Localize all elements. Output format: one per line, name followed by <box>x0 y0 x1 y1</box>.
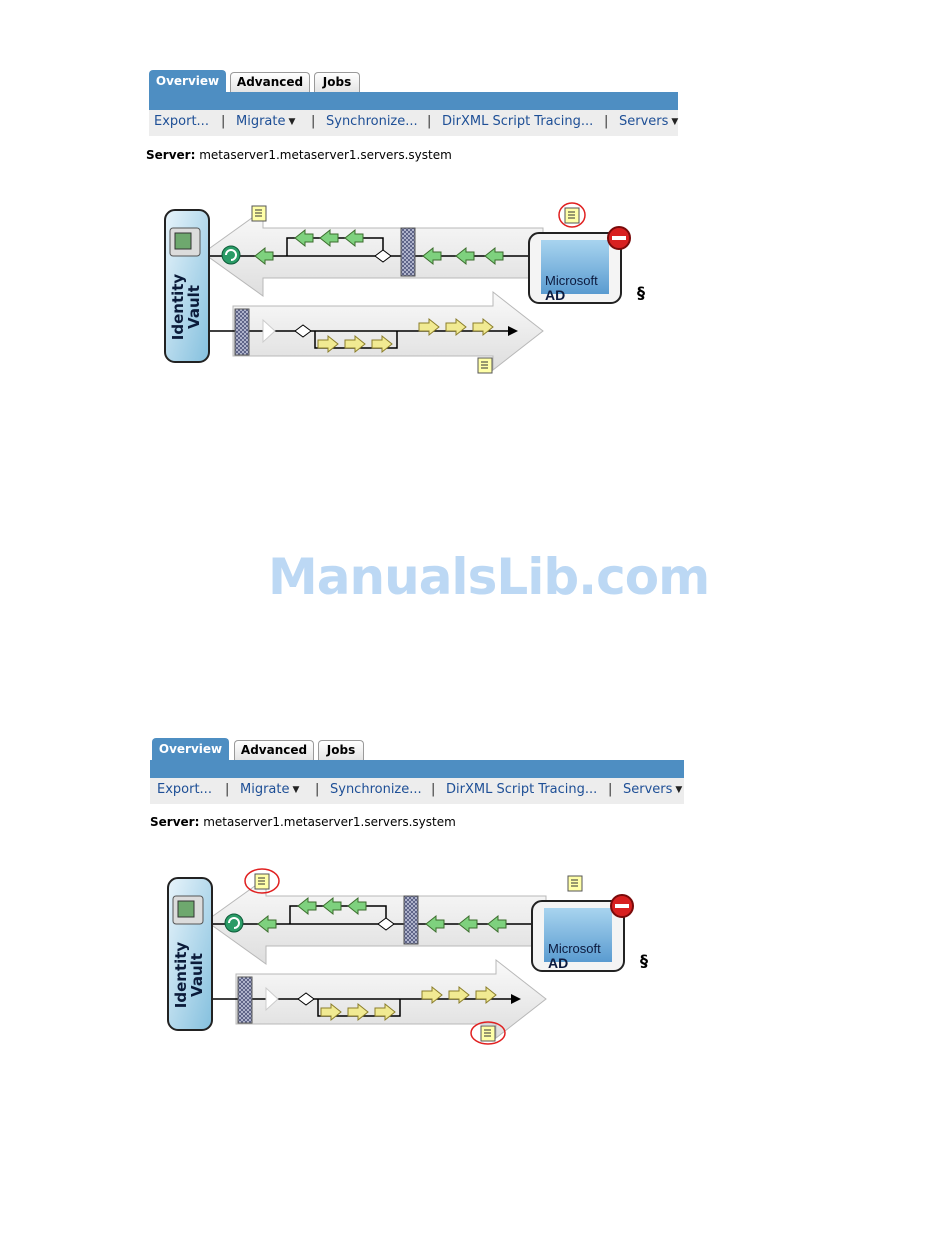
server-value: metaserver1.metaserver1.servers.system <box>199 148 452 162</box>
export-label: Export... <box>154 114 209 129</box>
subscriber-note-icon[interactable] <box>477 357 493 374</box>
subscriber-note-icon[interactable] <box>470 1021 506 1045</box>
menu-separator: | <box>604 114 609 129</box>
menu-separator: | <box>221 114 226 129</box>
driver-overview-diagram: § Identity Vault Microsoft AD <box>166 866 666 1046</box>
chevron-down-icon: ▼ <box>292 785 300 795</box>
synchronize-menu[interactable]: Synchronize... <box>330 782 422 797</box>
script-tracing-label: DirXML Script Tracing... <box>446 782 598 797</box>
export-menu[interactable]: Export... <box>157 782 212 797</box>
action-menu-bar: Export... | Migrate▼ | Synchronize... | … <box>150 778 684 804</box>
script-tracing-menu[interactable]: DirXML Script Tracing... <box>442 114 593 129</box>
decision-node <box>374 249 392 263</box>
decision-node <box>294 324 312 338</box>
event-cache-icon[interactable] <box>221 245 241 265</box>
tab-content-bar <box>150 760 684 778</box>
publisher-filter[interactable] <box>403 895 419 945</box>
app-label-line1: Microsoft <box>548 941 601 956</box>
subscriber-policy-icons[interactable] <box>317 317 494 354</box>
decision-node <box>377 917 395 931</box>
decision-node <box>297 992 315 1006</box>
tab-jobs[interactable]: Jobs <box>318 740 364 760</box>
tab-jobs[interactable]: Jobs <box>314 72 360 92</box>
subscriber-filter[interactable] <box>234 308 250 356</box>
server-label: Server: <box>146 148 196 162</box>
publisher-note-icon[interactable] <box>244 868 280 894</box>
tab-content-bar <box>149 92 678 110</box>
chevron-down-icon: ▼ <box>675 785 683 795</box>
chevron-down-icon: ▼ <box>671 117 679 127</box>
publisher-filter[interactable] <box>400 227 416 277</box>
server-label: Server: <box>150 815 200 829</box>
servers-label: Servers <box>623 782 673 797</box>
publisher-policy-icons[interactable] <box>254 228 504 266</box>
export-menu[interactable]: Export... <box>154 114 209 129</box>
app-label: Microsoft AD <box>548 942 601 971</box>
driver-panel-1: Overview Advanced Jobs Export... | Migra… <box>146 70 679 380</box>
servers-label: Servers <box>619 114 669 129</box>
synchronize-label: Synchronize... <box>326 114 418 129</box>
vault-label: Identity Vault <box>172 941 206 1009</box>
export-label: Export... <box>157 782 212 797</box>
highlight-ring <box>558 202 586 228</box>
tab-overview[interactable]: Overview <box>149 70 226 92</box>
script-tracing-menu[interactable]: DirXML Script Tracing... <box>446 782 597 797</box>
migrate-label: Migrate <box>236 114 286 129</box>
migrate-menu[interactable]: Migrate▼ <box>240 782 299 797</box>
application-schema-map-icon[interactable] <box>558 202 586 228</box>
highlight-ring <box>244 868 280 894</box>
servers-menu[interactable]: Servers▼ <box>623 782 682 797</box>
server-info: Server: metaserver1.metaserver1.servers.… <box>150 815 456 829</box>
diagram-canvas: § <box>167 868 648 1045</box>
tab-advanced[interactable]: Advanced <box>234 740 314 760</box>
event-cache-icon[interactable] <box>224 913 244 933</box>
menu-separator: | <box>427 114 432 129</box>
tab-overview[interactable]: Overview <box>152 738 229 760</box>
driver-panel-2: Overview Advanced Jobs Export... | Migra… <box>150 738 687 1048</box>
menu-separator: | <box>315 782 320 797</box>
menu-separator: | <box>431 782 436 797</box>
application-schema-map-icon[interactable] <box>567 875 583 892</box>
synchronize-label: Synchronize... <box>330 782 422 797</box>
driver-set-icon[interactable]: § <box>640 951 648 970</box>
vault-label: Identity Vault <box>169 273 203 341</box>
app-label-line2: AD <box>548 955 569 971</box>
menu-separator: | <box>608 782 613 797</box>
script-tracing-label: DirXML Script Tracing... <box>442 114 594 129</box>
servers-menu[interactable]: Servers▼ <box>619 114 678 129</box>
tab-advanced[interactable]: Advanced <box>230 72 310 92</box>
app-label: Microsoft AD <box>545 274 598 303</box>
tab-strip: Overview Advanced Jobs <box>152 738 687 760</box>
chevron-down-icon: ▼ <box>288 117 296 127</box>
subscriber-policy-icons[interactable] <box>320 985 497 1022</box>
menu-separator: | <box>311 114 316 129</box>
highlight-ring <box>470 1021 506 1045</box>
server-info: Server: metaserver1.metaserver1.servers.… <box>146 148 452 162</box>
synchronize-menu[interactable]: Synchronize... <box>326 114 418 129</box>
migrate-label: Migrate <box>240 782 290 797</box>
driver-set-icon[interactable]: § <box>637 283 645 302</box>
publisher-policy-icons[interactable] <box>257 896 507 934</box>
publisher-note-icon[interactable] <box>251 205 267 222</box>
server-value: metaserver1.metaserver1.servers.system <box>203 815 456 829</box>
app-label-line1: Microsoft <box>545 273 598 288</box>
app-label-line2: AD <box>545 287 566 303</box>
action-menu-bar: Export... | Migrate▼ | Synchronize... | … <box>149 110 678 136</box>
tab-strip: Overview Advanced Jobs <box>149 70 679 92</box>
migrate-menu[interactable]: Migrate▼ <box>236 114 295 129</box>
subscriber-filter[interactable] <box>237 976 253 1024</box>
diagram-canvas: § <box>164 202 645 374</box>
watermark: ManualsLib.com <box>268 548 710 606</box>
driver-overview-diagram: § Identity Vault Microsoft AD <box>163 198 663 378</box>
menu-separator: | <box>225 782 230 797</box>
